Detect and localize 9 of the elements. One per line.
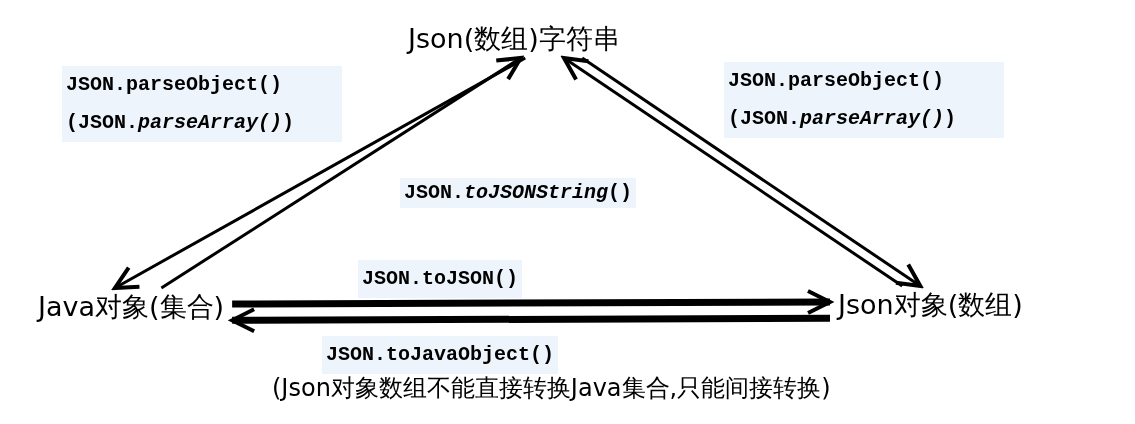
note-text: JSON.toJSONString() xyxy=(400,178,637,208)
node-text: Json(数组)字符串 xyxy=(400,20,628,58)
node-text: Java对象(集合) xyxy=(30,288,233,326)
edge-label: JSON.parseObject() (JSON.parseArray()) xyxy=(62,66,342,142)
edge-label: JSON.toJSON() xyxy=(358,260,523,298)
edge-label: JSON.parseObject() (JSON.parseArray()) xyxy=(724,62,1004,138)
edge-label: JSON.toJavaObject() xyxy=(322,336,559,374)
node-text: Json对象(数组) xyxy=(830,286,1031,324)
note-text: (Json对象数组不能直接转换Java集合,只能间接转换) xyxy=(272,373,831,404)
